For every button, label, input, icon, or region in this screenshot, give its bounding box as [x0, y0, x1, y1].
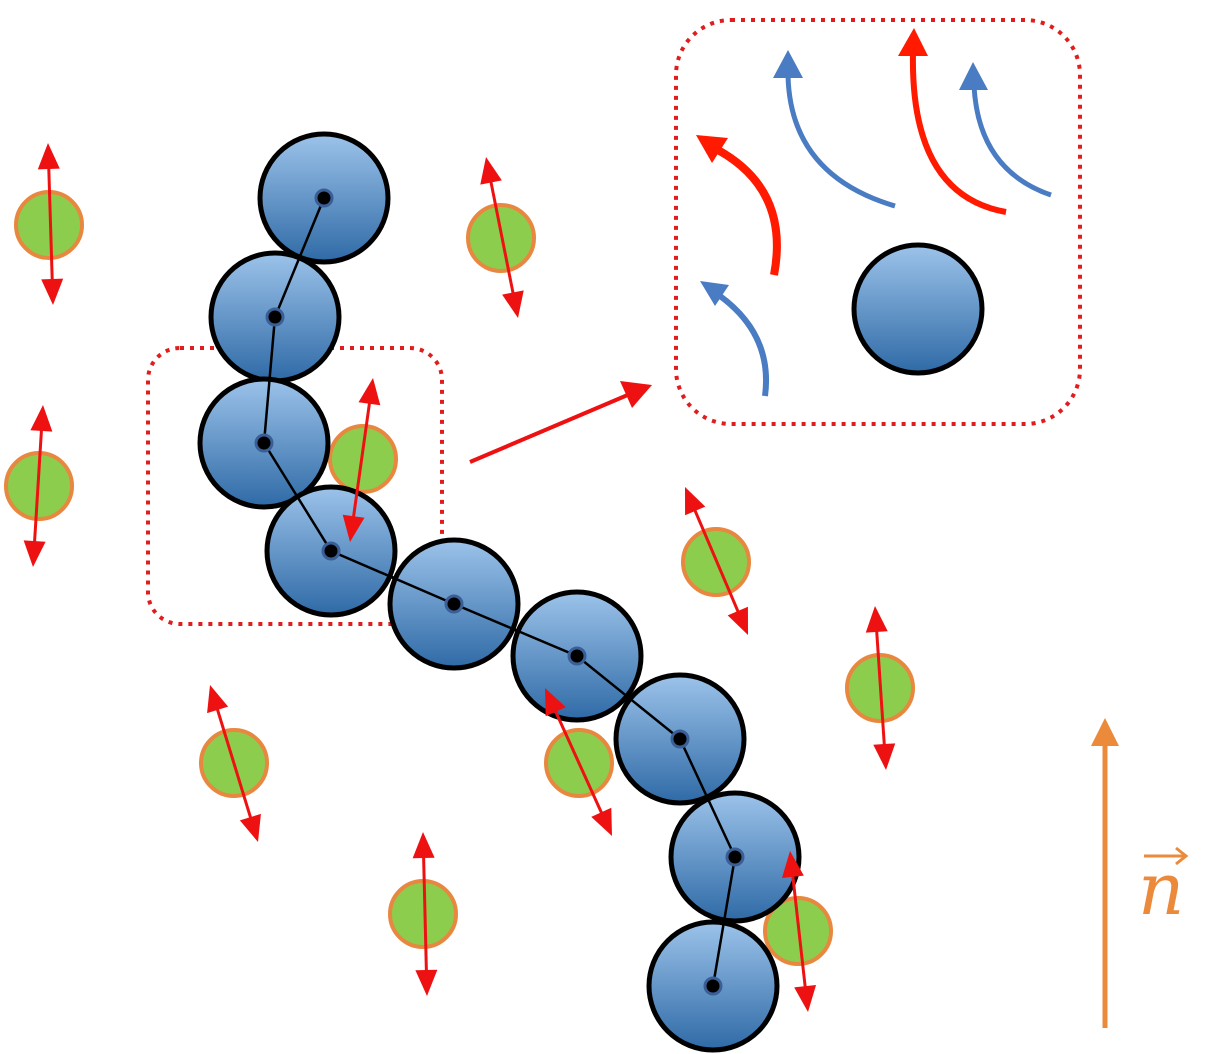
flow-arrow-red-2	[898, 28, 1007, 215]
double-arrow	[685, 487, 748, 635]
director-arrow	[1091, 718, 1119, 1028]
double-arrow	[342, 378, 381, 542]
double-arrow	[207, 685, 261, 842]
double-arrow	[480, 157, 524, 318]
bead-center	[444, 594, 464, 614]
fluctuation-arrows	[23, 143, 896, 1012]
flow-arrow-blue-2	[773, 50, 896, 209]
director-label-group: n	[1138, 846, 1189, 931]
director-label: n	[1138, 847, 1184, 931]
bead-center	[703, 976, 723, 996]
double-arrow	[545, 688, 612, 836]
bead-center	[321, 541, 341, 561]
double-arrow	[781, 851, 817, 1012]
bead-center	[265, 307, 285, 327]
bead-centers	[254, 188, 745, 996]
polymer-chain	[197, 131, 802, 1053]
bead-center	[254, 433, 274, 453]
flow-arrow-blue-3	[959, 62, 1052, 198]
double-arrow	[23, 405, 53, 567]
double-arrow	[37, 143, 64, 305]
bead-center	[670, 729, 690, 749]
bead-center	[314, 188, 334, 208]
bead-center	[567, 646, 587, 666]
flow-arrow-blue-1	[700, 281, 769, 397]
zoom-inset-frame	[674, 18, 1082, 426]
bead-center	[725, 847, 745, 867]
double-arrow	[412, 832, 438, 996]
double-arrow	[865, 606, 896, 770]
flow-arrow-red-1	[696, 135, 781, 276]
inset-bead	[851, 242, 985, 376]
zoom-pointer-arrow	[469, 381, 652, 464]
